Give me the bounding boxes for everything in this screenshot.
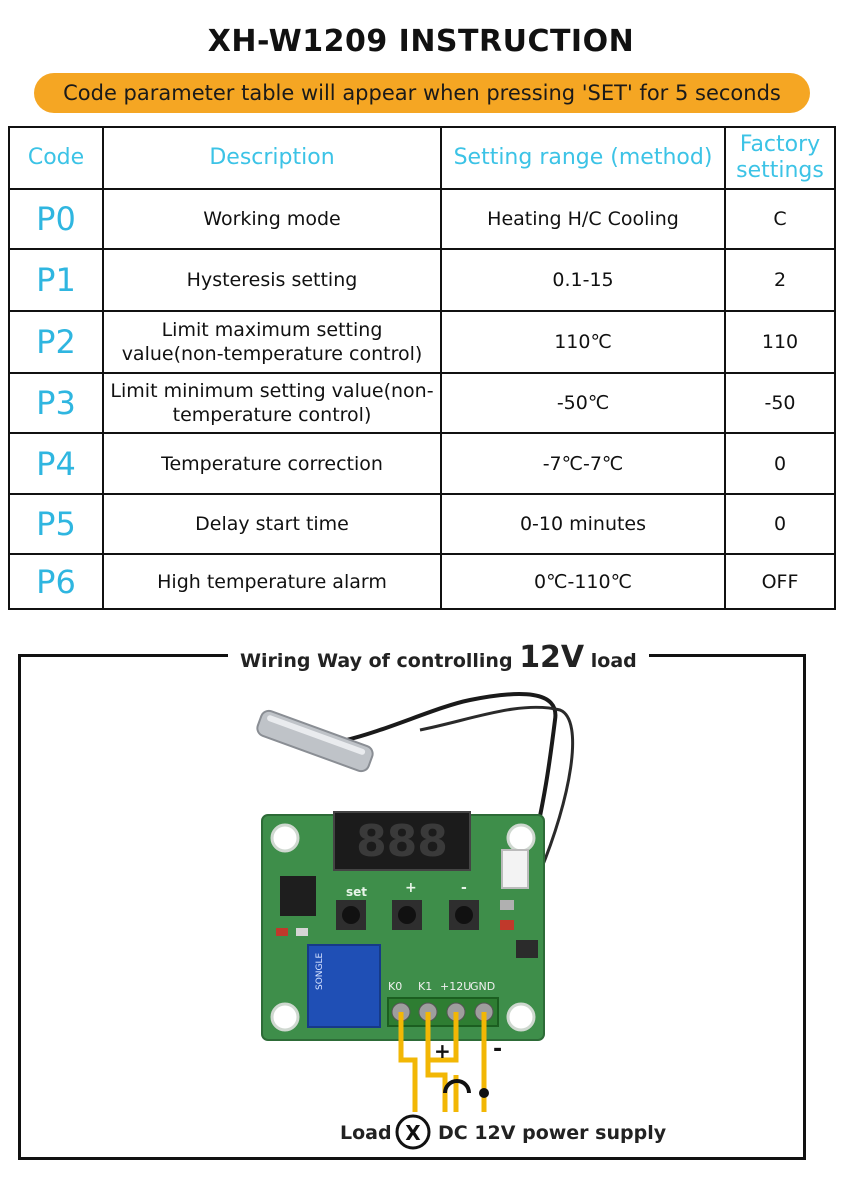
wiring-title-voltage: 12V: [519, 640, 585, 675]
wiring-title-prefix: Wiring Way of controlling: [240, 650, 513, 672]
set-button: [336, 900, 366, 930]
code-cell: P6: [8, 553, 104, 610]
factory-cell: -50: [724, 372, 836, 434]
led-display: 888: [333, 811, 471, 871]
description-cell: Limit maximum setting value(non-temperat…: [102, 310, 442, 374]
probe-cable: [289, 692, 558, 871]
instruction-banner: Code parameter table will appear when pr…: [34, 73, 810, 113]
plus-button-label: +: [405, 880, 417, 896]
code-cell: P0: [8, 188, 104, 250]
description-cell: High temperature alarm: [102, 553, 442, 610]
display-digits: 888: [356, 816, 448, 867]
description-cell: Hysteresis setting: [102, 248, 442, 312]
description-cell: Delay start time: [102, 493, 442, 555]
description-cell: Limit minimum setting value(non-temperat…: [102, 372, 442, 434]
wiring-title-suffix: load: [590, 650, 637, 672]
code-cell: P3: [8, 372, 104, 434]
table-row: P6 High temperature alarm 0℃-110℃ OFF: [8, 553, 836, 610]
description-cell: Working mode: [102, 188, 442, 250]
wiring-title: Wiring Way of controlling 12V load: [228, 640, 649, 679]
power-supply-label: DC 12V power supply: [438, 1122, 667, 1144]
page-title: XH-W1209 INSTRUCTION: [207, 24, 635, 59]
table-row: P0 Working mode Heating H/C Cooling C: [8, 188, 836, 250]
relay-brand: SONGLE: [315, 952, 325, 990]
table-row: P1 Hysteresis setting 0.1-15 2: [8, 248, 836, 312]
range-cell: 0.1-15: [440, 248, 726, 312]
minus-button: [449, 900, 479, 930]
factory-cell: C: [724, 188, 836, 250]
parameter-table: Code Description Setting range (method) …: [8, 126, 836, 610]
set-label: set: [346, 885, 367, 899]
description-cell: Temperature correction: [102, 432, 442, 495]
load-lamp-icon: [395, 1114, 431, 1150]
probe-connector: [501, 849, 529, 889]
relay: SONGLE: [307, 944, 381, 1028]
load-symbol: X: [405, 1121, 421, 1145]
range-cell: Heating H/C Cooling: [440, 188, 726, 250]
code-cell: P1: [8, 248, 104, 312]
factory-cell: 110: [724, 310, 836, 374]
table-row: P4 Temperature correction -7℃-7℃ 0: [8, 432, 836, 495]
range-cell: -50℃: [440, 372, 726, 434]
factory-cell: 0: [724, 493, 836, 555]
temperature-probe: [256, 709, 374, 773]
range-cell: 0℃-110℃: [440, 553, 726, 610]
junction-dot: [479, 1088, 489, 1098]
table-row: P2 Limit maximum setting value(non-tempe…: [8, 310, 836, 374]
header-code: Code: [8, 126, 104, 190]
terminal-label-k1: K1: [418, 980, 432, 993]
plus-terminal-label: +: [434, 1039, 451, 1063]
terminal-label-12v: +12U: [440, 980, 471, 993]
code-cell: P5: [8, 493, 104, 555]
factory-cell: 0: [724, 432, 836, 495]
terminal-label-gnd: GND: [470, 980, 495, 993]
terminal-label-k0: K0: [388, 980, 402, 993]
minus-terminal-label: -: [493, 1037, 502, 1062]
range-cell: 0-10 minutes: [440, 493, 726, 555]
range-cell: 110℃: [440, 310, 726, 374]
range-cell: -7℃-7℃: [440, 432, 726, 495]
code-cell: P4: [8, 432, 104, 495]
header-description: Description: [102, 126, 442, 190]
table-row: P5 Delay start time 0-10 minutes 0: [8, 493, 836, 555]
minus-button-label: -: [461, 880, 467, 896]
factory-cell: OFF: [724, 553, 836, 610]
table-row: P3 Limit minimum setting value(non-tempe…: [8, 372, 836, 434]
plus-button: [392, 900, 422, 930]
table-header-row: Code Description Setting range (method) …: [8, 126, 836, 190]
code-cell: P2: [8, 310, 104, 374]
header-factory-settings: Factory settings: [724, 126, 836, 190]
probe-cable-inner: [419, 705, 575, 873]
header-setting-range: Setting range (method): [440, 126, 726, 190]
load-label: Load: [340, 1122, 392, 1144]
factory-cell: 2: [724, 248, 836, 312]
